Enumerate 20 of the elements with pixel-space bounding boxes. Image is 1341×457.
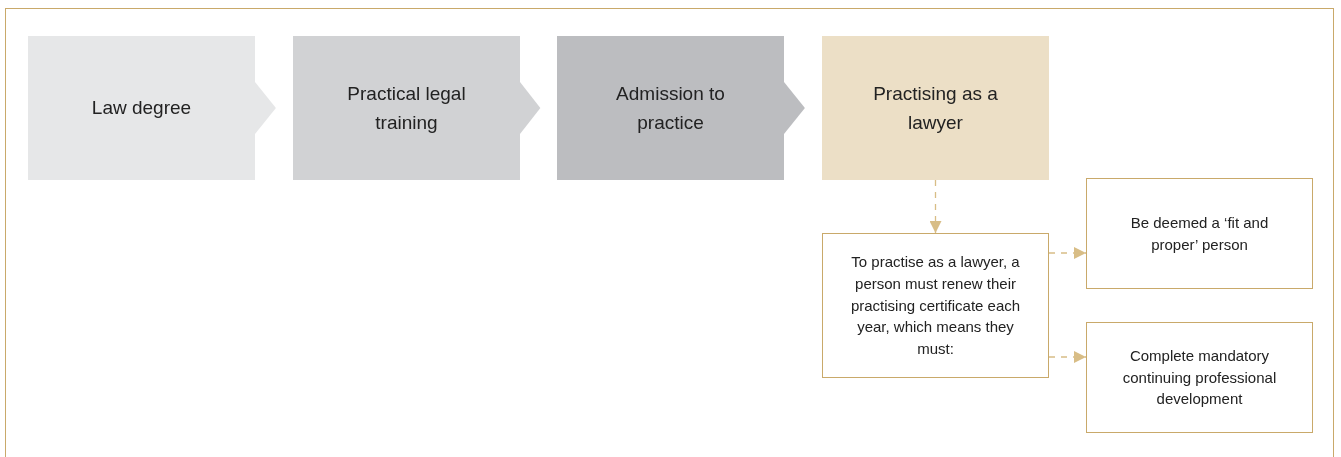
chevron-arrow (784, 82, 805, 134)
dashed-arrow (1048, 351, 1087, 363)
stage-box (293, 36, 520, 180)
node-text: Be deemed a ‘fit and proper’ person (1129, 212, 1270, 255)
chevron-arrow (520, 82, 541, 134)
chevron-arrow (255, 82, 276, 134)
dashed-arrow (1048, 247, 1087, 259)
node-text: Practising as a lawyer (872, 81, 999, 135)
requirement-box (822, 233, 1049, 378)
node-text: To practise as a lawyer, a person must renew their practising certificate each year, which means they must: (849, 252, 1022, 360)
node-text: Complete mandatory continuing professional development (1121, 345, 1278, 410)
dashed-arrow (929, 179, 942, 234)
requirement-box (1086, 322, 1313, 433)
requirement-box (1086, 178, 1313, 289)
stage-box (557, 36, 784, 180)
node-text: Law degree (91, 96, 192, 121)
node-text: Practical legal training (346, 81, 467, 135)
node-text: Admission to practice (615, 81, 726, 135)
stage-box (822, 36, 1049, 180)
stage-box (28, 36, 255, 180)
